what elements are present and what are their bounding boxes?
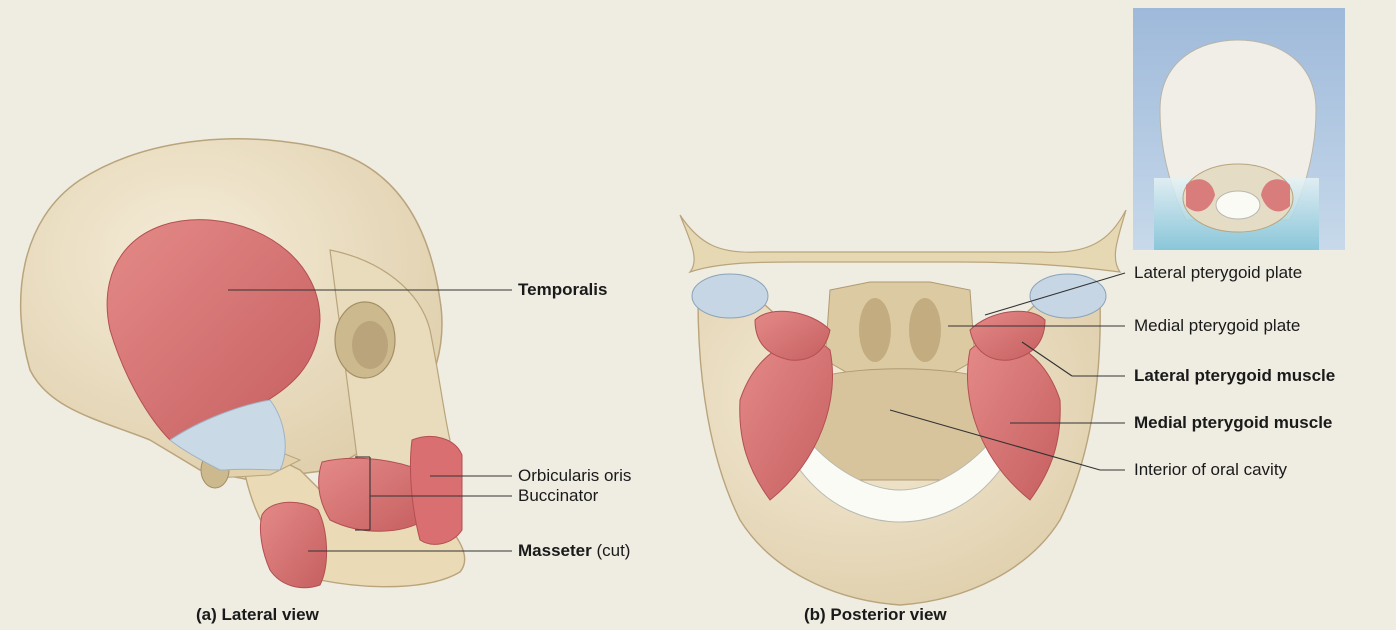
label-interior-oral-cavity: Interior of oral cavity — [1134, 460, 1287, 480]
label-masseter-note: (cut) — [596, 541, 630, 560]
lateral-skull — [21, 139, 465, 588]
label-temporalis: Temporalis — [518, 280, 607, 300]
label-masseter-group: Masseter (cut) — [518, 541, 630, 561]
label-orbicularis-oris: Orbicularis oris — [518, 466, 631, 486]
posterior-skull — [680, 210, 1126, 605]
orientation-inset — [1133, 8, 1345, 250]
cranial-base — [680, 210, 1126, 272]
caption-posterior-view: (b) Posterior view — [804, 605, 947, 625]
pterygoid-plates — [825, 282, 975, 380]
masseter-muscle — [260, 502, 326, 588]
label-lateral-pterygoid-muscle: Lateral pterygoid muscle — [1134, 366, 1335, 386]
buccinator-muscle — [319, 458, 425, 531]
oral-cavity — [806, 369, 994, 480]
label-medial-pterygoid-plate: Medial pterygoid plate — [1134, 316, 1300, 336]
label-medial-pterygoid-muscle: Medial pterygoid muscle — [1134, 413, 1332, 433]
label-buccinator: Buccinator — [518, 486, 598, 506]
caption-lateral-view: (a) Lateral view — [196, 605, 319, 625]
label-lateral-pterygoid-plate: Lateral pterygoid plate — [1134, 263, 1302, 283]
label-masseter: Masseter — [518, 541, 592, 560]
orbicularis-oris-muscle — [410, 436, 462, 544]
